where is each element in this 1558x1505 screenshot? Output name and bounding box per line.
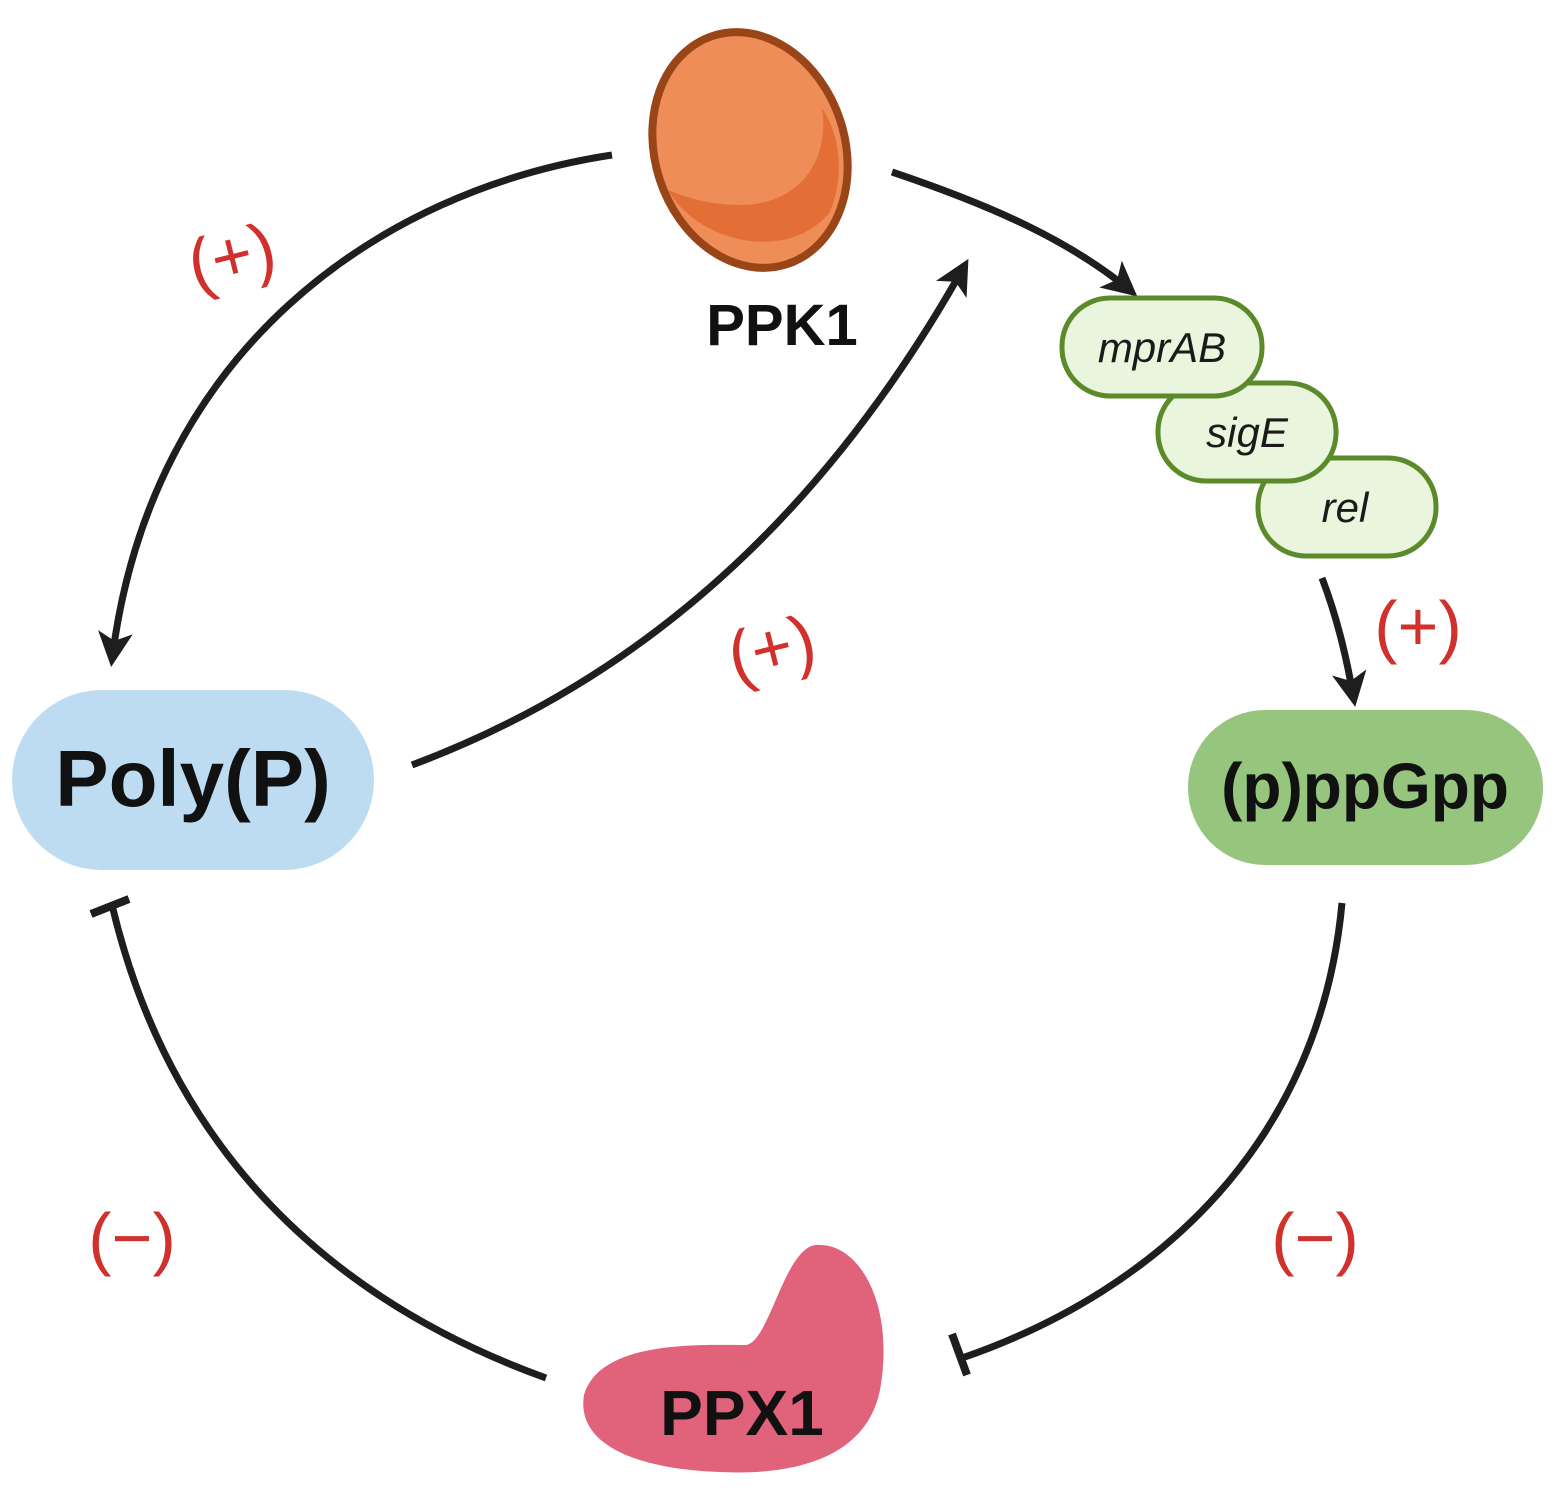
- inhibit-bar-ppx1: [948, 1332, 971, 1377]
- ppk1-shade: [668, 108, 839, 242]
- ppgpp-shape: [1188, 710, 1543, 865]
- polyp-node: Poly(P): [12, 690, 374, 870]
- gene-stack: rel sigE mprAB: [1059, 295, 1439, 559]
- inhibit-bar-polyp: [89, 895, 131, 918]
- ppk1-node: PPK1: [648, 28, 858, 358]
- sign-ppk1-to-polyp: (+): [180, 208, 284, 305]
- gene-pill-mprab: [1059, 295, 1265, 399]
- gene-label-mprab: mprAB: [1098, 324, 1226, 371]
- arrow-polyp-to-ppk1: [410, 258, 969, 769]
- arrow-ppk1-to-polyp: [98, 151, 613, 667]
- ppgpp-label: (p)ppGpp: [1221, 750, 1509, 822]
- sign-ppx1-to-polyp: (−): [88, 1199, 176, 1277]
- gene-label-sige: sigE: [1206, 409, 1289, 456]
- polyp-label: Poly(P): [55, 734, 331, 823]
- ppx1-node: PPX1: [583, 1244, 884, 1473]
- inhibit-ppx1-to-polyp: [108, 904, 548, 1382]
- sign-ppgpp-to-ppx1: (−): [1271, 1199, 1359, 1277]
- arrow-ppk1-to-genes: [890, 168, 1138, 297]
- inhibit-ppgpp-to-ppx1: [960, 902, 1346, 1362]
- gene-label-rel: rel: [1322, 484, 1370, 531]
- ppx1-shape: [583, 1244, 884, 1473]
- gene-pill-rel: [1255, 455, 1439, 559]
- arrow-genes-to-ppgpp: [1318, 576, 1367, 707]
- ppgpp-node: (p)ppGpp: [1188, 710, 1543, 865]
- ppx1-label: PPX1: [660, 1377, 824, 1449]
- polyp-shape: [12, 690, 374, 870]
- sign-polyp-to-ppk1: (+): [720, 600, 824, 697]
- ppk1-label: PPK1: [706, 293, 858, 358]
- ppk1-shape: [648, 28, 852, 272]
- sign-genes-to-ppgpp: (+): [1374, 587, 1462, 665]
